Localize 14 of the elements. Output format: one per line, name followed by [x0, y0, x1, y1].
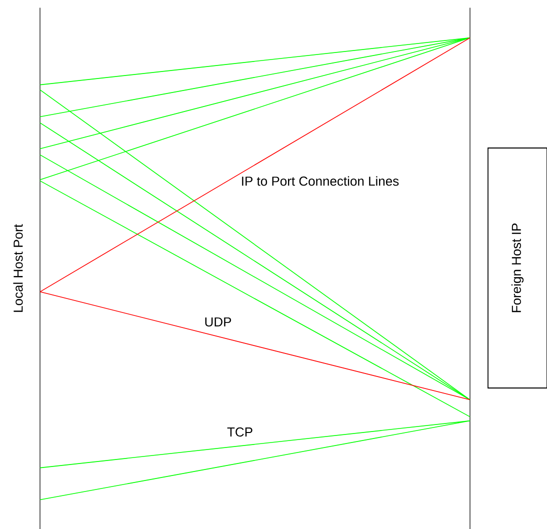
- connection-line: [40, 291, 470, 400]
- axis-label: Local Host Port: [13, 224, 23, 312]
- text-box: Foreign Host IP: [488, 148, 547, 388]
- connection-line: [40, 37, 470, 118]
- connection-line: [40, 37, 470, 292]
- connection-line: [40, 180, 470, 418]
- connection-line: [40, 37, 470, 86]
- connection-line: [40, 420, 470, 500]
- connection-line: [40, 37, 470, 150]
- line-label: UDP: [203, 316, 233, 328]
- connection-line: [40, 37, 470, 180]
- connection-line: [40, 420, 470, 468]
- line-label: IP to Port Connection Lines: [240, 175, 400, 187]
- line-label: TCP: [226, 426, 254, 438]
